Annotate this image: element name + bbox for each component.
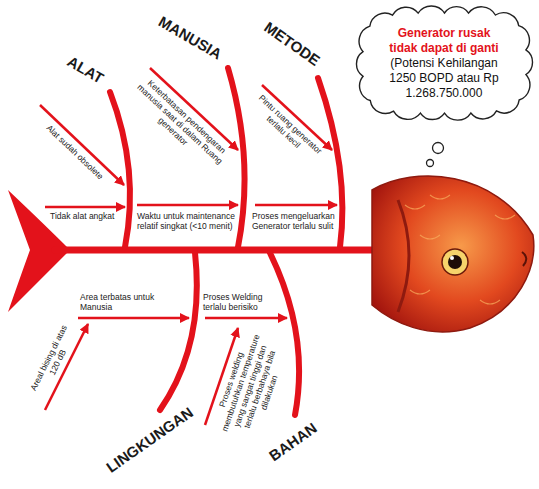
thought-bubble (433, 143, 444, 154)
fish-head (372, 176, 534, 332)
callout-cloud: Generator rusak tidak dapat di ganti (Po… (354, 4, 535, 122)
cause-text: Proses Welding terlalu berisiko (203, 292, 279, 312)
callout-text: Generator rusak tidak dapat di ganti (Po… (382, 26, 506, 101)
cause-label: Keterbatasan pendengaran manusia saat di… (127, 72, 234, 174)
cloud-path (356, 6, 532, 120)
cause-arrow (255, 204, 337, 207)
cause-label: Tidak alat angkat (50, 211, 126, 221)
cause-arrow (205, 317, 287, 320)
cause-text: Area terbatas untuk Manusia (80, 292, 188, 312)
cause-label: Proses Welding terlalu berisiko (203, 292, 279, 312)
callout-heading: Generator rusak tidak dapat di ganti (389, 26, 498, 55)
head-scales (405, 195, 515, 304)
bone-alat (110, 92, 130, 247)
eye-highlight (450, 256, 454, 260)
cause-text: Areal bising di atas 120 dB (26, 319, 81, 401)
cause-arrow (78, 317, 189, 320)
cause-text: Pintu ruang generator terlalu kecil (246, 90, 327, 167)
callout-body: (Potensi Kehilangan 1250 BOPD atau Rp 1.… (389, 56, 498, 100)
bone-lingkungan (160, 253, 197, 410)
fish-eye (442, 249, 468, 275)
cause-label: Alat sudah obsolete (41, 120, 109, 185)
category-label: ALAT (64, 52, 107, 87)
category-label: BAHAN (266, 419, 321, 465)
cause-label: Areal bising di atas 120 dB (26, 319, 81, 401)
cause-arrow (137, 204, 238, 207)
cause-arrow (40, 105, 124, 185)
category-name: ALAT (64, 52, 107, 87)
thought-bubble (427, 160, 434, 167)
category-name: METODE (261, 18, 324, 69)
category-label: LINGKUNGAN (103, 403, 197, 476)
category-label: MANUSIA (155, 13, 225, 64)
cause-text: Proses mengeluarkan Generator terlalu su… (252, 211, 336, 231)
fish-mouth (522, 252, 526, 266)
cause-label: Pintu ruang generator terlalu kecil (246, 90, 327, 167)
cause-text: Proses welding membutuhkan temperature y… (209, 328, 290, 444)
cause-text: Keterbatasan pendengaran manusia saat di… (127, 72, 234, 174)
cause-label: Proses mengeluarkan Generator terlalu su… (252, 211, 336, 231)
category-name: MANUSIA (155, 13, 225, 64)
category-name: LINGKUNGAN (103, 403, 197, 476)
cause-label: Proses welding membutuhkan temperature y… (209, 328, 290, 444)
cause-text: Waktu untuk maintenance relatif singkat … (137, 211, 235, 231)
cause-text: Alat sudah obsolete (41, 120, 109, 185)
cause-label: Area terbatas untuk Manusia (80, 292, 188, 312)
fish-gill (398, 200, 409, 312)
fish-pupil (448, 255, 462, 269)
cause-label: Waktu untuk maintenance relatif singkat … (137, 211, 235, 231)
category-label: METODE (261, 18, 324, 69)
cause-text: Tidak alat angkat (50, 211, 126, 221)
category-name: BAHAN (266, 419, 321, 465)
cause-arrow (45, 206, 125, 209)
